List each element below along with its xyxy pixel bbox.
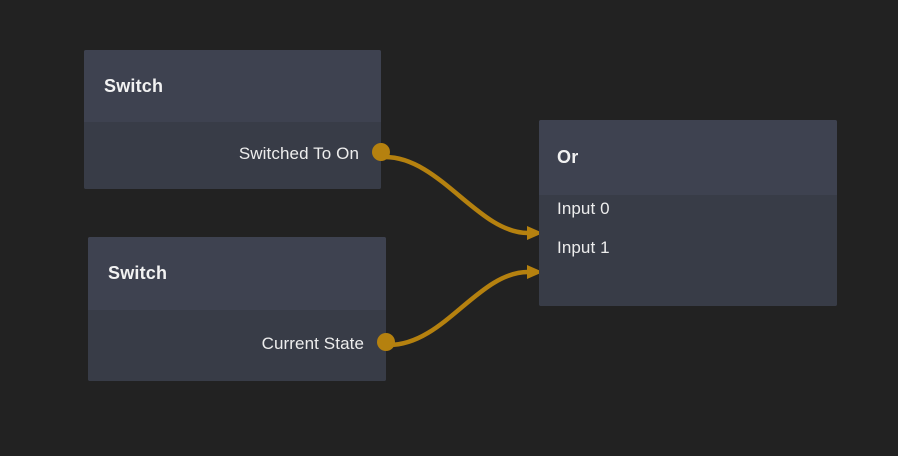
node-switch-2-body: Current State xyxy=(88,310,395,381)
input-port-input-1[interactable]: Input 1 xyxy=(557,238,610,258)
input-port-input-0-label: Input 0 xyxy=(557,199,610,218)
input-port-input-0[interactable]: Input 0 xyxy=(557,199,610,219)
output-port-switched-to-on-label: Switched To On xyxy=(238,144,359,163)
node-or-title: Or xyxy=(557,147,579,167)
node-switch-2-title: Switch xyxy=(108,263,168,283)
node-or-header[interactable]: Or xyxy=(539,120,837,195)
input-port-input-1-label: Input 1 xyxy=(557,238,610,257)
node-switch-1-title: Switch xyxy=(104,75,164,96)
node-switch-1-header[interactable]: Switch xyxy=(84,50,381,122)
node-switch-1-body: Switched To On xyxy=(84,122,390,189)
wire-switched-to-on-to-input-0[interactable] xyxy=(382,154,531,236)
node-switch-2-header[interactable]: Switch xyxy=(88,237,386,310)
output-connector-dot-current-state[interactable] xyxy=(377,333,395,351)
node-switch-1[interactable]: Switch Switched To On xyxy=(84,50,390,189)
wire-current-state-to-input-1[interactable] xyxy=(386,269,531,348)
node-or-body: Input 0 Input 1 xyxy=(539,195,837,306)
node-switch-2[interactable]: Switch Current State xyxy=(88,237,395,381)
output-port-current-state[interactable]: Current State xyxy=(262,334,386,354)
node-or[interactable]: Or Input 0 Input 1 xyxy=(539,120,837,306)
output-connector-dot-switched-to-on[interactable] xyxy=(372,143,390,161)
output-port-switched-to-on[interactable]: Switched To On xyxy=(239,144,381,164)
output-port-current-state-label: Current State xyxy=(261,334,364,353)
